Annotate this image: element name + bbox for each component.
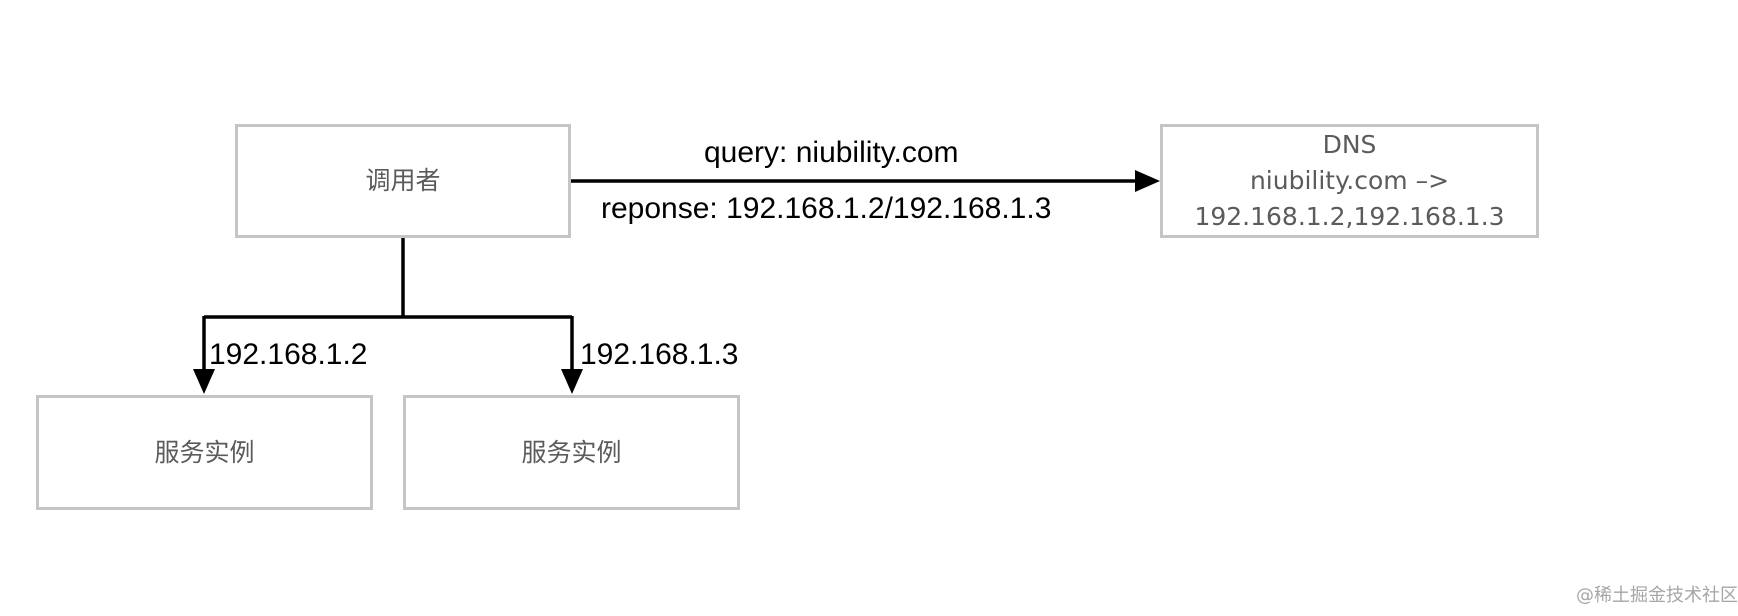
query-arrowhead <box>1135 170 1160 192</box>
watermark: @稀土掘金技术社区 <box>1576 585 1738 606</box>
caller-node: 调用者 <box>235 124 571 238</box>
dns-addresses: 192.168.1.2,192.168.1.3 <box>1194 202 1505 231</box>
service-1-ip-label: 192.168.1.2 <box>209 338 368 371</box>
dns-node: DNS niubility.com –> 192.168.1.2,192.168… <box>1160 124 1539 238</box>
dns-title: DNS <box>1322 130 1377 159</box>
dns-domain: niubility.com –> <box>1249 166 1450 195</box>
caller-label: 调用者 <box>365 166 441 195</box>
service-instance-node-1: 服务实例 <box>36 395 373 510</box>
service-instance-node-2: 服务实例 <box>403 395 740 510</box>
query-edge-label: query: niubility.com <box>704 136 959 169</box>
service-1-label: 服务实例 <box>154 437 255 467</box>
response-edge-label: reponse: 192.168.1.2/192.168.1.3 <box>601 192 1052 225</box>
service-2-label: 服务实例 <box>521 437 622 467</box>
to-service-2-arrowhead <box>561 369 583 394</box>
to-service-1-arrowhead <box>193 369 215 394</box>
service-2-ip-label: 192.168.1.3 <box>580 338 739 371</box>
